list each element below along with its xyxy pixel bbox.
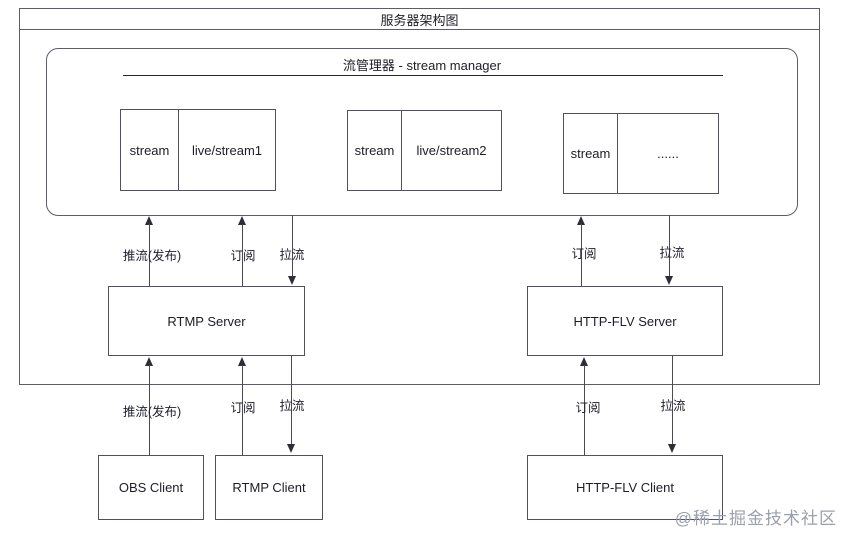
stream-table-3: stream ...... [563,113,719,194]
label-subscribe-bottom-right: 订阅 [575,401,601,415]
stream-table-2: stream live/stream2 [347,110,502,191]
http-flv-client-node: HTTP-FLV Client [527,455,723,520]
label-pull-bottom-right: 拉流 [660,399,686,413]
stream-table-2-key: stream [348,111,402,190]
label-subscribe-top-right: 订阅 [571,247,597,261]
rtmp-client-node: RTMP Client [215,455,323,520]
diagram-title: 服务器架构图 [380,12,459,28]
label-pull-top-left: 拉流 [279,248,305,262]
stream-table-1-key: stream [121,110,179,190]
stream-table-1: stream live/stream1 [120,109,276,191]
stream-table-2-value: live/stream2 [416,143,487,158]
label-subscribe-top-left: 订阅 [230,249,256,263]
label-pull-bottom-left: 拉流 [279,399,305,413]
watermark: @稀土掘金技术社区 [674,509,837,528]
label-push-top-left: 推流(发布) [122,249,182,263]
obs-client-node: OBS Client [98,455,204,520]
rtmp-server-node: RTMP Server [108,286,305,356]
http-flv-server-node: HTTP-FLV Server [527,286,723,356]
stream-table-3-value: ...... [657,146,679,161]
stream-manager-title: 流管理器 - stream manager [342,58,502,73]
stream-table-3-key: stream [564,114,618,193]
stream-manager-underline [123,75,723,76]
stream-table-1-value: live/stream1 [191,142,263,158]
label-pull-top-right: 拉流 [659,246,685,260]
label-push-bottom-left: 推流(发布) [122,405,182,419]
diagram-title-bar: 服务器架构图 [20,9,819,30]
label-subscribe-bottom-left: 订阅 [230,401,256,415]
outer-frame: 服务器架构图 [19,8,820,385]
